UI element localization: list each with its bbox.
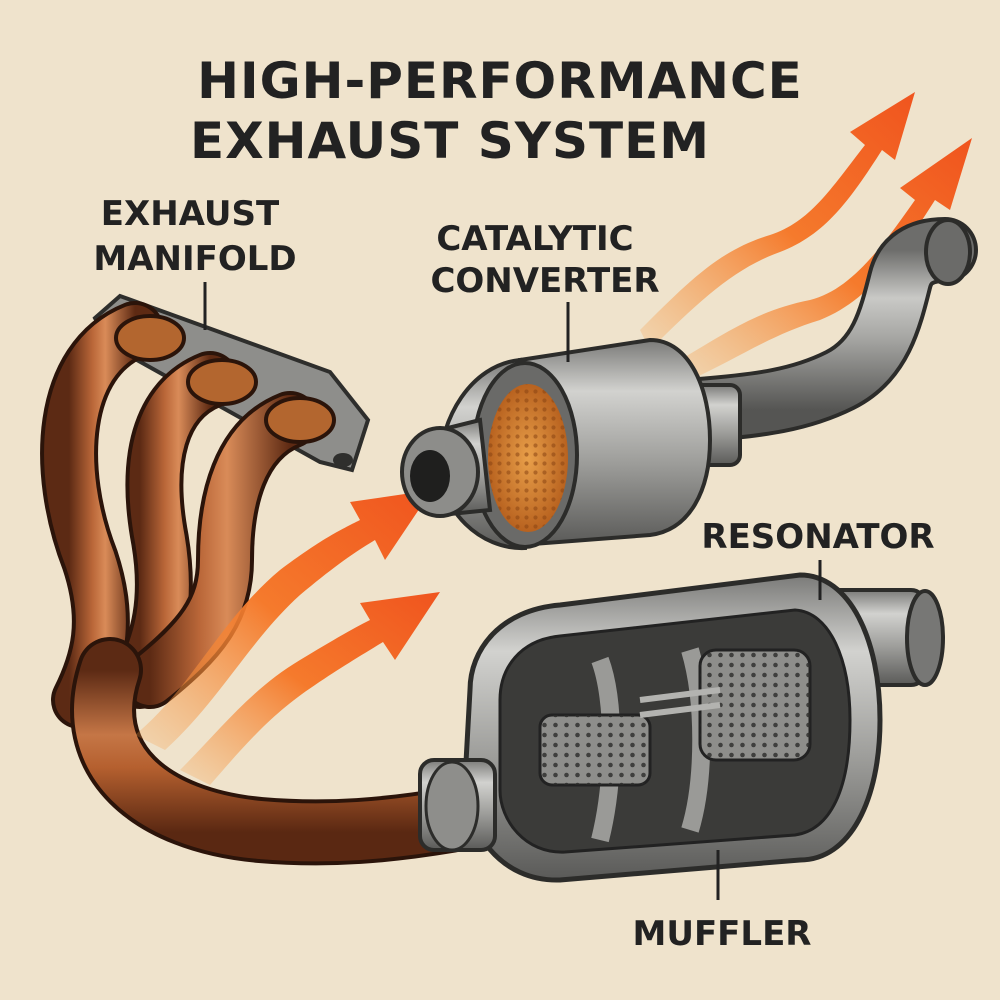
exhaust-manifold	[40, 293, 483, 866]
label-catalytic-converter: CATALYTIC CONVERTER	[430, 219, 660, 362]
label-muffler-text: MUFFLER	[633, 914, 812, 954]
muffler-assembly	[418, 572, 945, 883]
exhaust-flow-arrows-outlet	[640, 92, 972, 380]
label-converter-line-2: CONVERTER	[430, 261, 659, 301]
label-manifold-line-1: EXHAUST	[101, 194, 280, 234]
bolt-hole	[333, 453, 353, 467]
label-converter-line-1: CATALYTIC	[436, 219, 633, 259]
title-line-1: HIGH-PERFORMANCE	[197, 52, 803, 110]
label-resonator: RESONATOR	[701, 517, 935, 600]
label-exhaust-manifold: EXHAUST MANIFOLD	[93, 194, 297, 330]
catalytic-converter	[400, 217, 978, 551]
label-manifold-line-2: MANIFOLD	[93, 239, 296, 279]
title-line-2: EXHAUST SYSTEM	[190, 112, 710, 170]
converter-inlet-opening	[410, 450, 450, 502]
label-muffler: MUFFLER	[633, 850, 812, 954]
label-resonator-text: RESONATOR	[701, 517, 934, 557]
exhaust-flow-arrows-inlet	[135, 490, 440, 785]
